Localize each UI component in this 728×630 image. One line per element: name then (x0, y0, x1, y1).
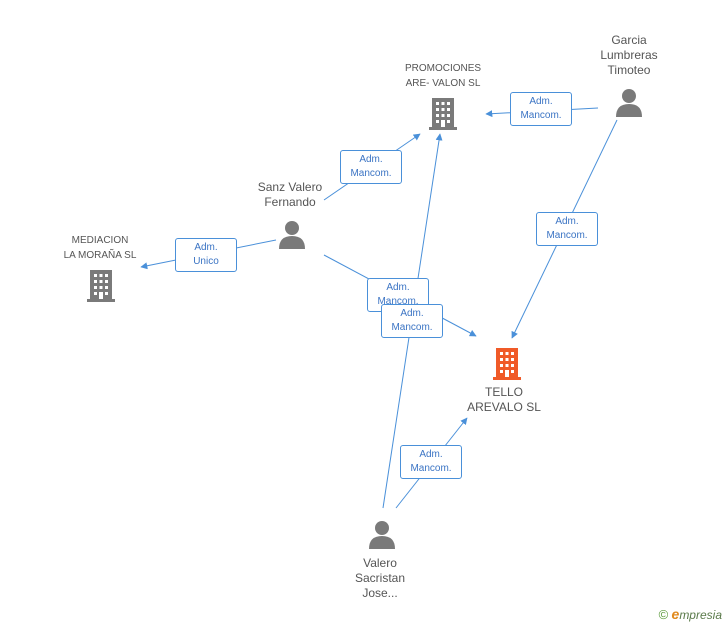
edge-label-garcia-promociones[interactable]: Adm. Mancom. (510, 92, 572, 126)
node-label-mediacion[interactable]: MEDIACION LA MORAÑA SL (63, 235, 137, 261)
copyright-symbol: © (658, 607, 669, 622)
building-icon[interactable] (492, 346, 522, 380)
edge-label-sanz-mediacion[interactable]: Adm. Unico (175, 238, 237, 272)
building-icon[interactable] (86, 268, 116, 302)
node-label-garcia[interactable]: Garcia Lumbreras Timoteo (600, 33, 658, 77)
person-icon[interactable] (367, 520, 397, 550)
node-label-promociones[interactable]: PROMOCIONES ARE- VALON SL (404, 63, 482, 89)
person-icon[interactable] (614, 88, 644, 118)
empresia-logo: e (671, 606, 680, 622)
building-icon[interactable] (428, 96, 458, 130)
edge-label-valero-promociones[interactable]: Adm. Mancom. (381, 304, 443, 338)
node-label-valero[interactable]: Valero Sacristan Jose... (354, 556, 406, 600)
node-label-tello[interactable]: TELLO AREVALO SL (467, 385, 541, 414)
edge-label-sanz-promociones[interactable]: Adm. Mancom. (340, 150, 402, 184)
edge-label-garcia-tello[interactable]: Adm. Mancom. (536, 212, 598, 246)
empresia-wordmark: mpresia (679, 608, 722, 622)
person-icon[interactable] (277, 220, 307, 250)
brand-footer: © empresia (659, 606, 722, 622)
edge-label-valero-tello[interactable]: Adm. Mancom. (400, 445, 462, 479)
node-label-sanz[interactable]: Sanz Valero Fernando (257, 180, 323, 209)
